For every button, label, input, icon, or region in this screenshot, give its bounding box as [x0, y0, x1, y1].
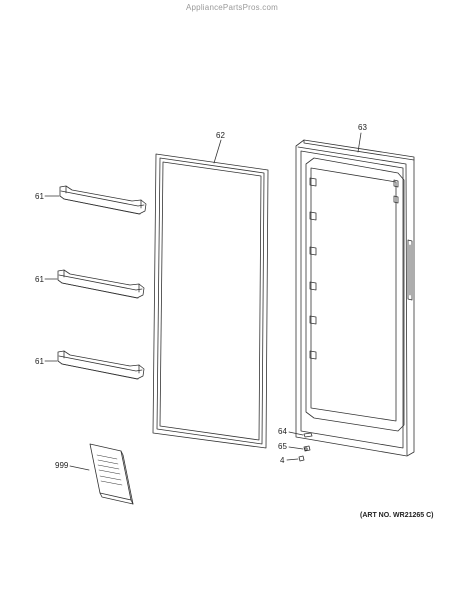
leader-62 — [213, 139, 222, 164]
callout-62: 62 — [216, 131, 225, 140]
callout-999: 999 — [55, 461, 69, 470]
callout-61-middle: 61 — [35, 275, 44, 284]
callout-61-top: 61 — [35, 192, 44, 201]
leader-65 — [288, 446, 304, 450]
leader-4 — [286, 458, 299, 461]
callout-65: 65 — [278, 442, 287, 451]
art-number: (ART NO. WR21265 C) — [360, 512, 434, 519]
door-bin-middle — [57, 269, 145, 299]
door-bin-top — [59, 185, 147, 215]
watermark: AppliancePartsPros.com — [186, 3, 278, 12]
door-assembly — [295, 139, 415, 457]
callout-63: 63 — [358, 123, 367, 132]
hinge-parts — [298, 432, 313, 462]
leader-999 — [69, 465, 90, 471]
door-gasket — [152, 153, 269, 449]
door-bin-bottom — [57, 350, 145, 380]
leader-64 — [288, 431, 304, 436]
callout-64: 64 — [278, 427, 287, 436]
callout-4: 4 — [280, 456, 285, 465]
callout-61-bottom: 61 — [35, 357, 44, 366]
owners-manual — [89, 443, 134, 505]
leader-63 — [357, 132, 362, 153]
